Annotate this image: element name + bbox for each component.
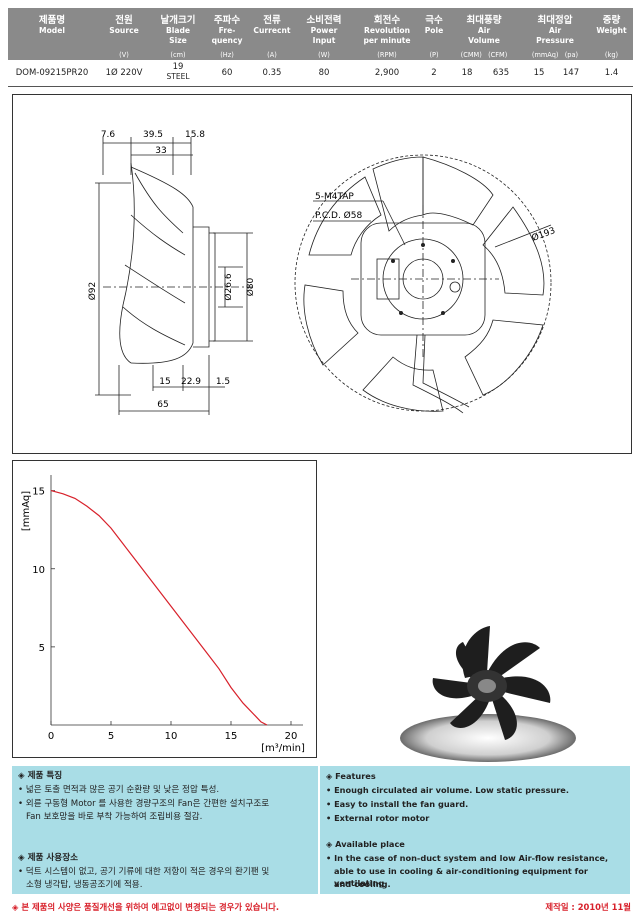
spec-power: 80 bbox=[318, 68, 330, 78]
ko-feature-1: • 넓은 토출 면적과 많은 공기 순환량 및 낮은 정압 특성. bbox=[18, 785, 220, 795]
label-tap: 5-M4TAP bbox=[315, 192, 354, 202]
dim-65: 65 bbox=[157, 400, 168, 410]
en-feature-3: • External rotor motor bbox=[326, 813, 430, 823]
spec-source: 1Ø 220V bbox=[105, 68, 143, 78]
y-axis-label: [mmAq] bbox=[21, 491, 32, 531]
x-tick-label: 20 bbox=[285, 731, 298, 742]
features-english: ◈ Features • Enough circulated air volum… bbox=[320, 766, 630, 894]
fan-photo bbox=[400, 626, 576, 762]
ko-use-title: ◈ 제품 사용장소 bbox=[18, 853, 79, 863]
dim-26-6: Ø26.6 bbox=[223, 273, 234, 300]
spec-current: 0.35 bbox=[262, 68, 282, 78]
spec-model: DOM-09215PR20 bbox=[15, 68, 89, 78]
en-use-title: ◈ Available place bbox=[326, 839, 405, 849]
y-tick-label: 15 bbox=[32, 487, 45, 498]
dim-80: Ø80 bbox=[245, 277, 256, 296]
spec-frequency: 60 bbox=[221, 68, 233, 78]
x-tick-label: 0 bbox=[48, 731, 54, 742]
en-feature-2: • Easy to install the fan guard. bbox=[326, 799, 469, 809]
spec-divider bbox=[8, 86, 633, 87]
performance-chart: 0 5 10 15 20 5 10 15 [mmAq] [m³/min] bbox=[12, 460, 317, 758]
pressure-curve bbox=[50, 490, 268, 726]
dim-92: Ø92 bbox=[87, 282, 98, 301]
spec-row: DOM-09215PR20 1Ø 220V 19 STEEL 60 0.35 8… bbox=[8, 62, 633, 84]
x-tick-label: 15 bbox=[225, 731, 238, 742]
y-tick-label: 10 bbox=[32, 565, 45, 576]
label-pcd: P.C.D. Ø58 bbox=[315, 210, 362, 221]
spec-cfm: 635 bbox=[492, 68, 510, 78]
dim-15: 15 bbox=[159, 377, 170, 387]
x-tick-label: 5 bbox=[108, 731, 114, 742]
spec-pa: 147 bbox=[562, 68, 580, 78]
ko-features-title: ◈ 제품 특징 bbox=[18, 771, 63, 781]
ko-feature-3: Fan 보호망을 바로 부착 가능하여 조립비용 절감. bbox=[26, 812, 203, 822]
ko-feature-2: • 외륜 구동형 Motor 를 사용한 경량구조의 Fan은 간편한 설치구조… bbox=[18, 799, 270, 809]
spec-weight: 1.4 bbox=[604, 68, 619, 78]
dim-15-8: 15.8 bbox=[185, 130, 205, 140]
ko-use-2: 소형 냉각탑, 냉동공조기에 적용. bbox=[26, 880, 143, 890]
dim-33: 33 bbox=[155, 146, 166, 156]
spec-blade-material: STEEL bbox=[166, 72, 190, 81]
spec-pole: 2 bbox=[431, 68, 437, 78]
drawing-svg: 7.6 39.5 15.8 33 Ø92 Ø26.6 Ø80 15 22.9 1… bbox=[87, 130, 557, 415]
footer-date: 제작일 : 2010년 11월 bbox=[545, 902, 631, 912]
dim-22-9: 22.9 bbox=[181, 377, 201, 387]
dim-1-5: 1.5 bbox=[216, 377, 230, 387]
footer-notice: ◈ 본 제품의 사양은 품질개선을 위하여 예고없이 변경되는 경우가 있습니다… bbox=[12, 902, 280, 912]
en-features-title: ◈ Features bbox=[326, 771, 376, 781]
dim-39-5: 39.5 bbox=[143, 130, 163, 140]
en-use-3: and cooling. bbox=[334, 879, 391, 889]
x-axis-label: [m³/min] bbox=[261, 743, 305, 754]
side-outline bbox=[119, 162, 135, 364]
en-use-1: • In the case of non-duct system and low… bbox=[326, 853, 609, 863]
spec-blade-size: 19 bbox=[172, 62, 184, 72]
en-feature-1: • Enough circulated air volume. Low stat… bbox=[326, 785, 569, 795]
y-tick-label: 5 bbox=[39, 643, 45, 654]
ko-use-1: • 덕트 시스템이 없고, 공기 기류에 대한 저항이 적은 경우의 환기팬 및 bbox=[18, 867, 270, 877]
en-use-2: able to use in cooling & air-conditionin… bbox=[334, 866, 588, 888]
dim-7-6: 7.6 bbox=[101, 130, 116, 140]
spec-cmm: 18 bbox=[461, 68, 473, 78]
features-korean: ◈ 제품 특징 • 넓은 토출 면적과 많은 공기 순환량 및 낮은 정압 특성… bbox=[12, 766, 318, 894]
x-tick-label: 10 bbox=[165, 731, 178, 742]
technical-drawing: 7.6 39.5 15.8 33 Ø92 Ø26.6 Ø80 15 22.9 1… bbox=[12, 94, 632, 454]
spec-rpm: 2,900 bbox=[374, 68, 400, 78]
chart-svg: 0 5 10 15 20 5 10 15 [mmAq] [m³/min] bbox=[21, 475, 305, 754]
spec-mmaq: 15 bbox=[533, 68, 545, 78]
